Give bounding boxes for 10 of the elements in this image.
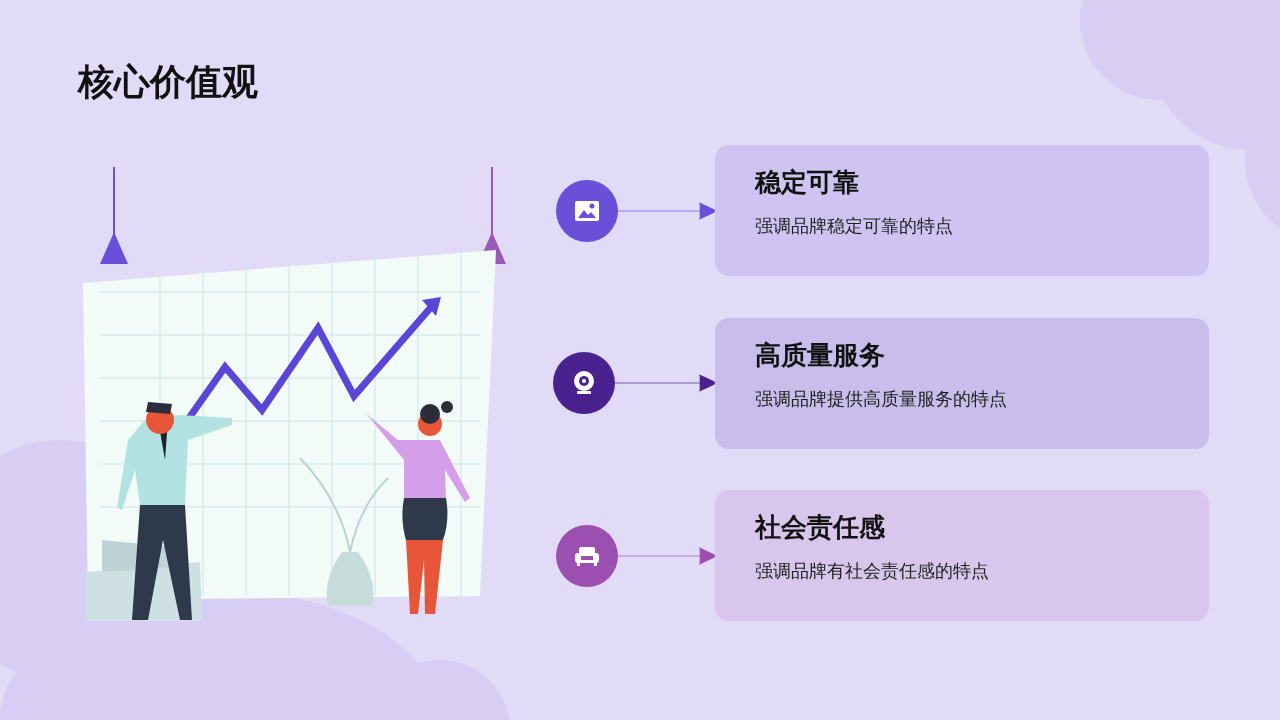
value-card: [715, 145, 1209, 276]
card-heading: 稳定可靠: [755, 166, 859, 199]
card-description: 强调品牌有社会责任感的特点: [755, 559, 990, 583]
card-description: 强调品牌提供高质量服务的特点: [755, 387, 1008, 411]
value-card: [715, 318, 1209, 449]
value-card: [715, 490, 1209, 621]
card-description: 强调品牌稳定可靠的特点: [755, 214, 954, 238]
card-heading: 社会责任感: [755, 511, 885, 544]
card-heading: 高质量服务: [755, 339, 885, 372]
title: 核心价值观: [78, 60, 258, 104]
